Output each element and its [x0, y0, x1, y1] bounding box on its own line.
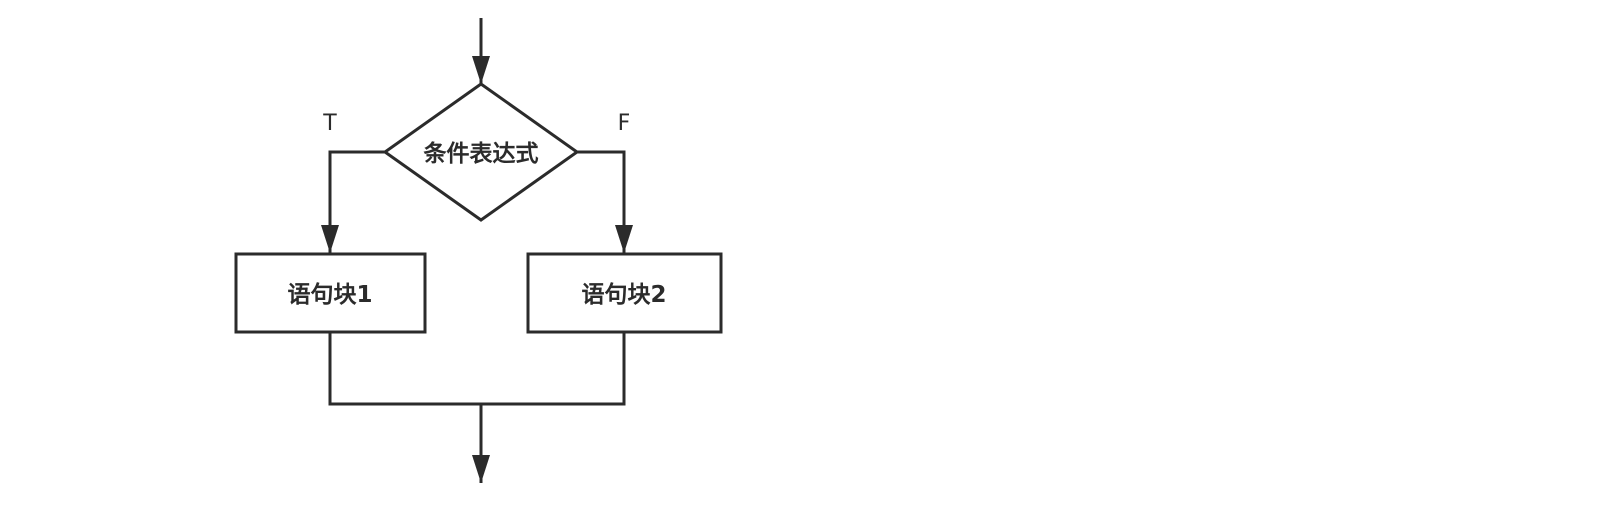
statement-block-2 — [526, 252, 723, 334]
decision-label: 条件表达式 — [424, 140, 539, 167]
merge-connector — [328, 332, 626, 406]
true-branch-label: T — [322, 111, 337, 136]
false-branch-connector — [577, 150, 626, 253]
true-branch-connector — [328, 150, 385, 253]
false-branch-label: F — [618, 111, 631, 136]
statement-block-1 — [234, 252, 427, 334]
outgoing-arrowhead — [472, 455, 490, 483]
statement-block-2-label: 语句块2 — [581, 281, 666, 308]
false-branch-arrowhead — [615, 225, 633, 253]
decision-diamond — [382, 82, 580, 222]
statement-block-1-label: 语句块1 — [287, 281, 372, 308]
incoming-arrowhead — [472, 56, 490, 84]
true-branch-arrowhead — [321, 225, 339, 253]
